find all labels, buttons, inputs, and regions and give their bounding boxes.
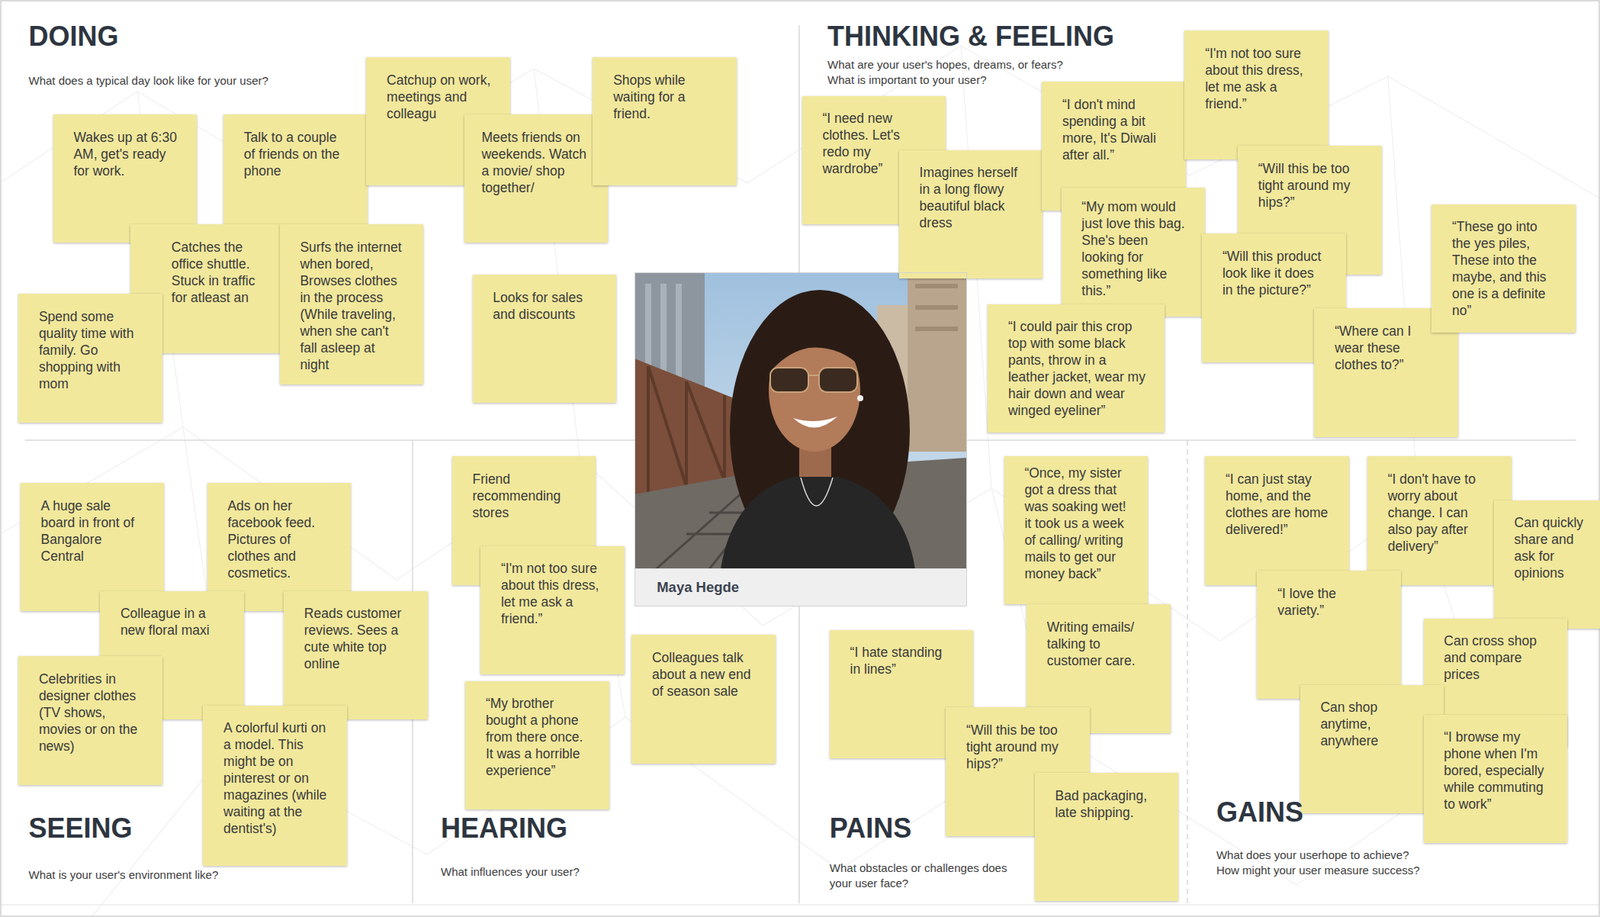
- section-question: What does a typical day look like for yo…: [28, 73, 269, 89]
- sticky-note: Shops while waiting for a friend.: [592, 57, 737, 187]
- section-heading: HEARING: [440, 812, 568, 845]
- note-text: Bad packaging, late shipping.: [1054, 787, 1160, 821]
- sticky-note: Spend some quality time with family. Go …: [18, 293, 163, 423]
- sticky-note: “I'm not too sure about this dress, let …: [480, 546, 625, 675]
- sticky-note: Imagines herself in a long flowy beautif…: [899, 150, 1044, 280]
- note-text: Ads on her facebook feed. Pictures of cl…: [227, 497, 333, 582]
- note-text: “These go into the yes piles, These into…: [1452, 218, 1558, 319]
- label-wrap: SEEING: [28, 812, 133, 845]
- label-wrap: What does your userhope to achieve? How …: [1216, 847, 1430, 878]
- sticky-note: Surfs the internet when bored, Browses c…: [279, 224, 425, 385]
- sticky-note: Can shop anytime, anywhere: [1300, 684, 1445, 814]
- sticky-note: “I could pair this crop top with some bl…: [987, 304, 1165, 434]
- note-text: Can cross shop and compare prices: [1443, 632, 1549, 683]
- note-text: Meets friends on weekends. Watch a movie…: [481, 128, 587, 196]
- note-text: Looks for sales and discounts: [492, 289, 598, 323]
- note-text: “My mom would just love this bag. She's …: [1081, 198, 1187, 299]
- note-text: Friend recommending stores: [472, 470, 578, 521]
- label-wrap: What is your user's environment like?: [28, 867, 219, 883]
- section-heading: SEEING: [28, 812, 133, 845]
- section-heading: PAINS: [829, 812, 912, 845]
- note-text: Surfs the internet when bored, Browses c…: [299, 238, 405, 373]
- sticky-note: Reads customer reviews. Sees a cute whit…: [283, 591, 428, 720]
- sticky-note: “I'm not too sure about this dress, let …: [1184, 30, 1329, 160]
- section-question: What influences your user?: [440, 864, 580, 880]
- note-text: “I'm not too sure about this dress, let …: [501, 559, 607, 627]
- sticky-note: “I don't have to worry about change. I c…: [1367, 456, 1512, 585]
- sticky-note: Looks for sales and discounts: [472, 274, 617, 404]
- note-text: “Once, my sister got a dress that was so…: [1024, 464, 1130, 582]
- note-text: A colorful kurti on a model. This might …: [223, 719, 329, 837]
- note-text: “Where can I wear these clothes to?”: [1334, 322, 1440, 373]
- section-question: What is your user's environment like?: [28, 867, 219, 883]
- label-wrap: What are your user's hopes, dreams, or f…: [827, 57, 1072, 88]
- note-text: Wakes up at 6:30 AM, get's ready for wor…: [73, 128, 179, 180]
- section-question: What obstacles or challenges does your u…: [829, 860, 1029, 891]
- persona-card: Maya Hegde: [634, 272, 968, 607]
- note-text: “Will this product look like it does in …: [1222, 247, 1328, 299]
- section-question: What does your userhope to achieve? How …: [1216, 847, 1430, 878]
- note-text: Colleagues talk about a new end of seaso…: [652, 648, 758, 700]
- note-text: Catches the office shuttle. Stuck in tra…: [171, 238, 274, 306]
- section-heading: GAINS: [1216, 796, 1304, 829]
- sticky-note: “These go into the yes piles, These into…: [1431, 204, 1576, 334]
- sticky-note: “My brother bought a phone from there on…: [465, 681, 610, 810]
- label-wrap: PAINS: [829, 812, 912, 845]
- sticky-note: Wakes up at 6:30 AM, get's ready for wor…: [53, 114, 198, 244]
- note-text: “I don't have to worry about change. I c…: [1387, 470, 1494, 555]
- sticky-note: Can quickly share and ask for opinions: [1493, 500, 1600, 630]
- section-heading: THINKING & FEELING: [827, 20, 1115, 53]
- section-question: What are your user's hopes, dreams, or f…: [827, 57, 1072, 88]
- note-text: “My brother bought a phone from there on…: [485, 694, 592, 779]
- note-text: Writing emails/ talking to customer care…: [1047, 618, 1153, 669]
- note-text: Spend some quality time with family. Go …: [38, 308, 145, 392]
- note-text: A huge sale board in front of Bangalore …: [41, 497, 147, 565]
- note-text: Can shop anytime, anywhere: [1320, 698, 1426, 749]
- note-text: “I don't mind spending a bit more, It's …: [1062, 96, 1168, 164]
- persona-photo: [634, 272, 968, 569]
- mesh-pattern: [0, 45, 1600, 917]
- note-text: “I can just stay home, and the clothes a…: [1225, 470, 1331, 538]
- sticky-note: Meets friends on weekends. Watch a movie…: [464, 114, 609, 244]
- label-wrap: What influences your user?: [440, 864, 580, 880]
- persona-name: Maya Hegde: [635, 568, 967, 606]
- label-wrap: What obstacles or challenges does your u…: [829, 860, 1029, 891]
- note-text: “I love the variety.”: [1277, 584, 1383, 619]
- sticky-note: “I love the variety.”: [1256, 570, 1401, 700]
- sticky-note: A colorful kurti on a model. This might …: [202, 705, 347, 866]
- note-text: “I browse my phone when I'm bored, espec…: [1443, 728, 1549, 813]
- sticky-note: “I can just stay home, and the clothes a…: [1204, 456, 1350, 585]
- sticky-note: Talk to a couple of friends on the phone: [223, 114, 368, 244]
- sticky-note: Colleagues talk about a new end of seaso…: [631, 634, 776, 764]
- label-wrap: THINKING & FEELING: [827, 20, 1115, 53]
- label-wrap: HEARING: [440, 812, 568, 845]
- section-heading: DOING: [28, 20, 119, 53]
- note-text: Imagines herself in a long flowy beautif…: [919, 163, 1025, 232]
- sticky-note: “My mom would just love this bag. She's …: [1061, 187, 1206, 317]
- note-text: “I hate standing in lines”: [850, 643, 956, 678]
- note-text: “Will this be too tight around my hips?”: [1258, 160, 1364, 211]
- sticky-note: Celebrities in designer clothes (TV show…: [18, 655, 163, 785]
- sticky-note: “I browse my phone when I'm bored, espec…: [1423, 714, 1568, 844]
- note-text: Celebrities in designer clothes (TV show…: [38, 670, 145, 755]
- sticky-note: “Once, my sister got a dress that was so…: [1004, 456, 1149, 605]
- note-text: Colleague in a new floral maxi: [120, 604, 226, 639]
- label-wrap: DOING: [28, 20, 119, 53]
- label-wrap: GAINS: [1216, 796, 1304, 829]
- label-wrap: What does a typical day look like for yo…: [28, 73, 269, 89]
- quadrant-lines: [1, 25, 1599, 905]
- note-text: Talk to a couple of friends on the phone: [244, 128, 350, 180]
- note-text: Can quickly share and ask for opinions: [1514, 514, 1597, 582]
- note-text: Shops while waiting for a friend.: [613, 71, 719, 123]
- note-text: “I'm not too sure about this dress, let …: [1204, 44, 1311, 113]
- sticky-note: Bad packaging, late shipping.: [1034, 772, 1180, 902]
- note-text: “Will this be too tight around my hips?”: [966, 721, 1072, 772]
- note-text: Reads customer reviews. Sees a cute whit…: [304, 604, 410, 672]
- note-text: “I could pair this crop top with some bl…: [1008, 318, 1147, 419]
